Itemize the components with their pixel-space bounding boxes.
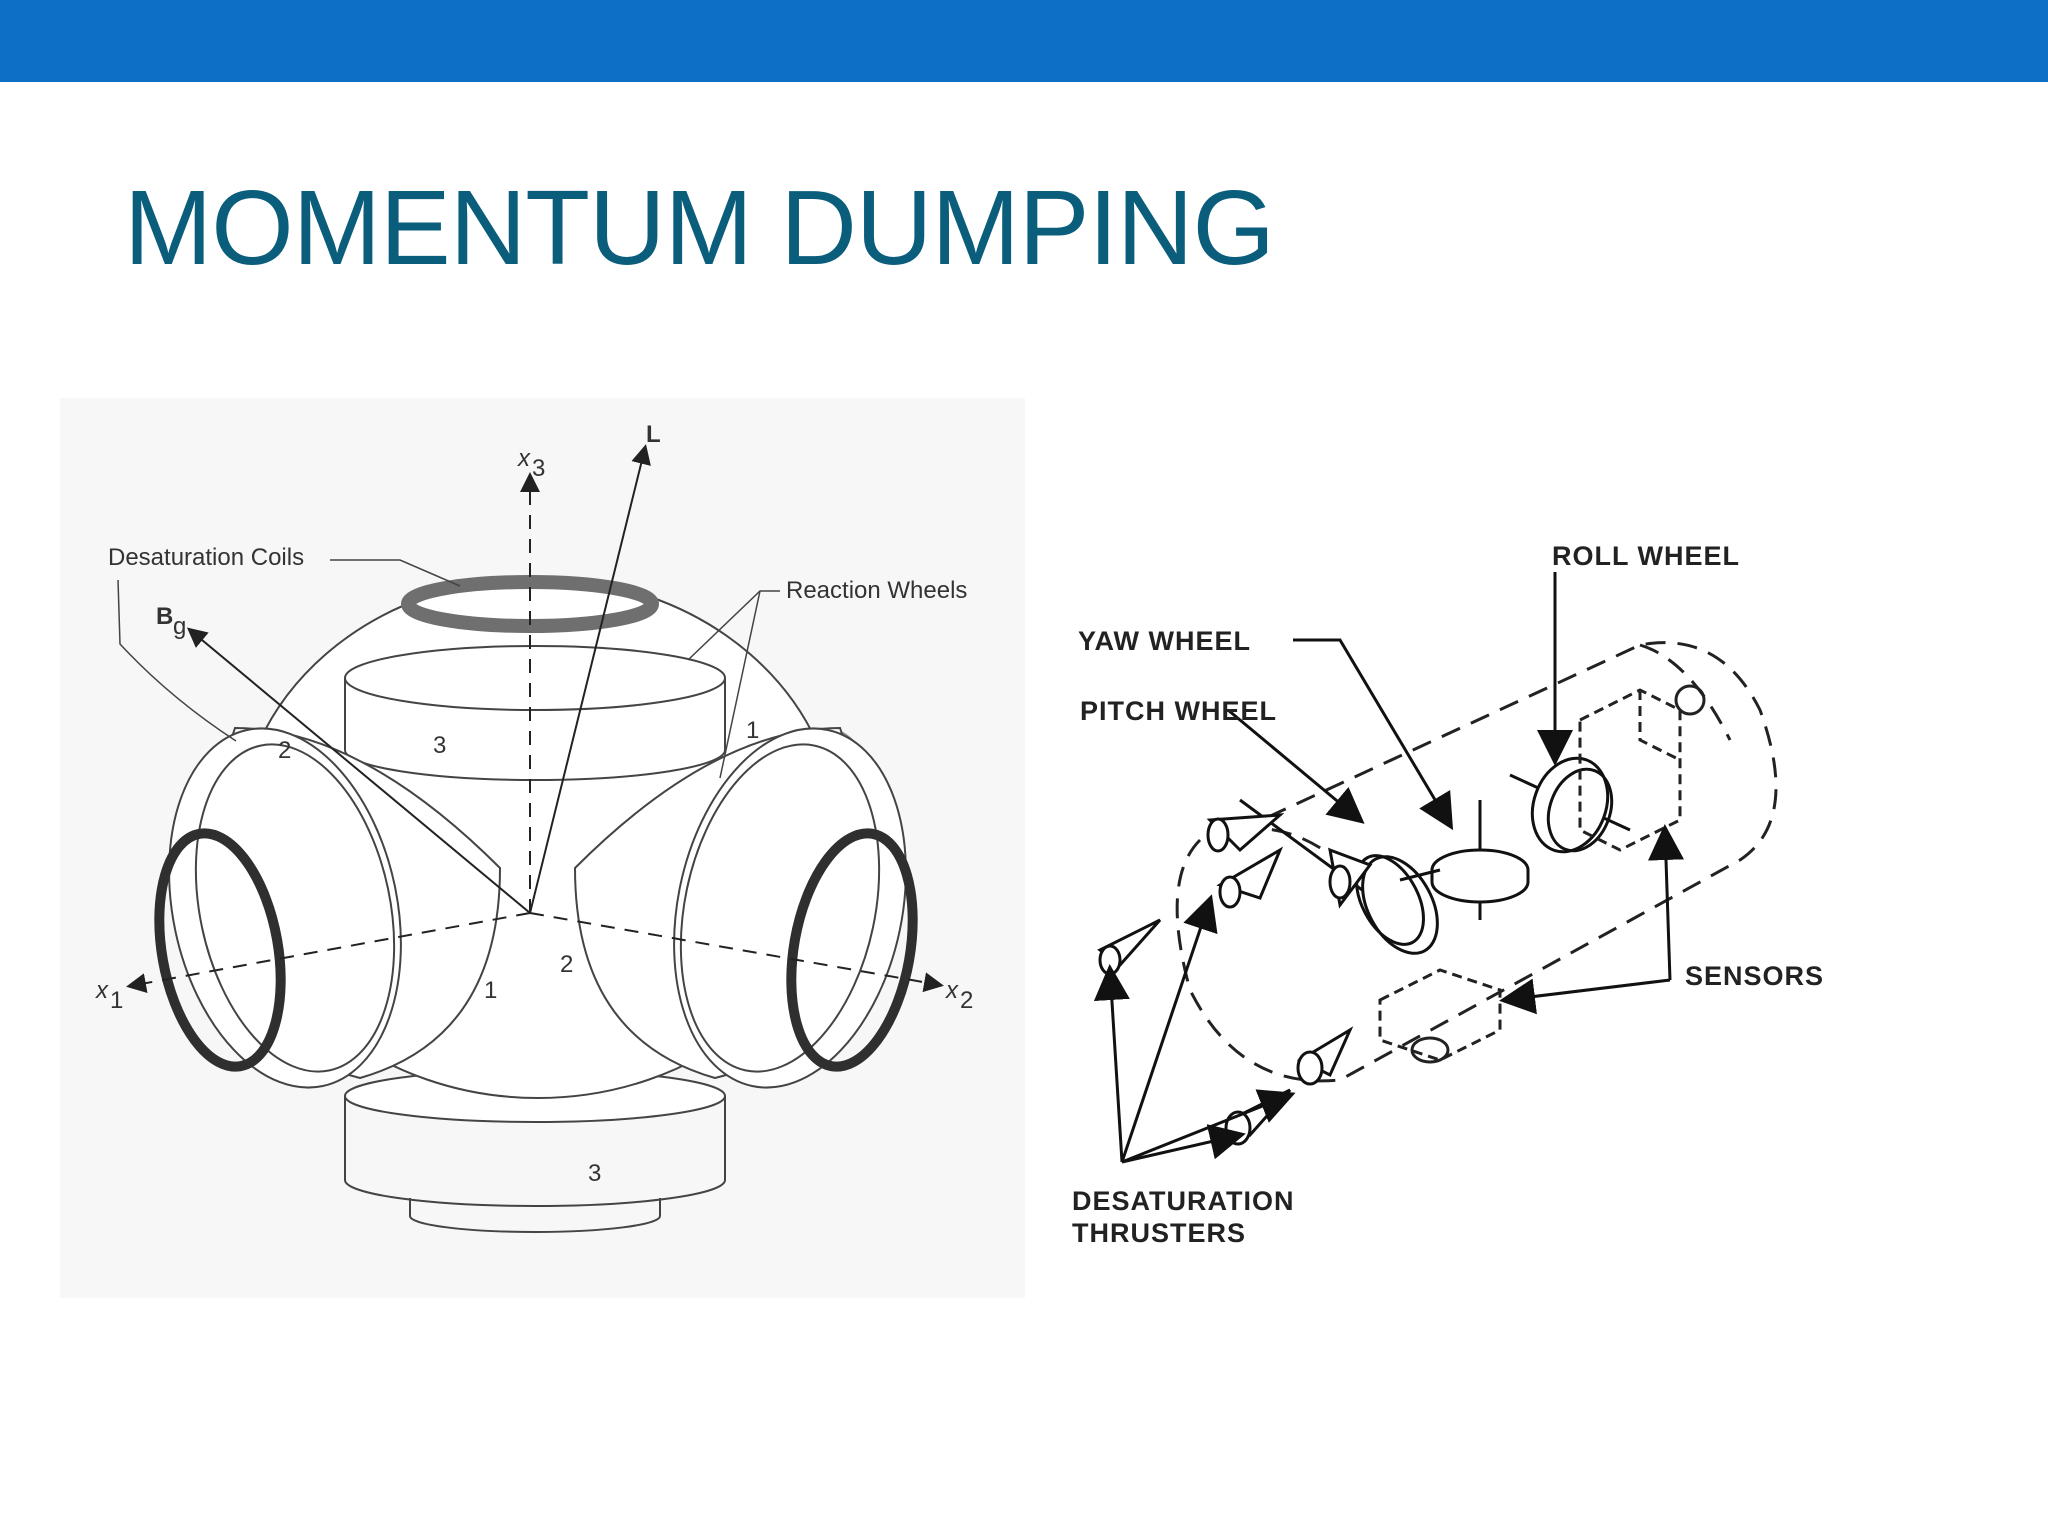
label-sensors: SENSORS <box>1685 961 1824 991</box>
roll-wheel <box>1509 756 1631 854</box>
wheels-leader-right <box>719 590 761 779</box>
thruster-2-nozzle <box>1218 875 1242 909</box>
label-wheel-1-upper: 1 <box>746 717 759 744</box>
thruster-4-nozzle <box>1098 944 1122 976</box>
wheel-2-right <box>573 726 907 1089</box>
label-desaturation-coils: Desaturation Coils <box>108 544 304 571</box>
arrow-sensor-upper <box>1648 824 1684 981</box>
arrow-thruster-1 <box>1093 964 1130 1163</box>
label-reaction-wheels: Reaction Wheels <box>786 577 967 604</box>
label-roll-wheel: ROLL WHEEL <box>1552 541 1740 571</box>
label-L: L <box>646 421 661 448</box>
thruster-wheel-diagram: ROLL WHEEL YAW WHEEL PITCH WHEEL SENSORS… <box>1040 520 1980 1290</box>
label-thrusters-line2: THRUSTERS <box>1072 1218 1246 1248</box>
arrow-thruster-3 <box>1121 1124 1246 1164</box>
x1-axis <box>126 912 531 993</box>
x2-axis <box>529 912 944 993</box>
desaturation-coil-left-front <box>154 828 286 1072</box>
arrow-thruster-2 <box>1120 894 1218 1163</box>
label-x2-sub: 2 <box>960 987 973 1014</box>
label-pitch-wheel: PITCH WHEEL <box>1080 696 1277 726</box>
thruster-1-nozzle <box>1206 817 1230 853</box>
arrow-sensor-lower <box>1499 978 1671 1015</box>
coils-leader-top <box>330 559 461 587</box>
label-thrusters-line1: DESATURATION <box>1072 1186 1295 1216</box>
reaction-wheel-diagram: Desaturation Coils Reaction Wheels B g x… <box>60 398 1025 1298</box>
callout-arrows <box>1093 572 1684 1164</box>
label-yaw-wheel: YAW WHEEL <box>1078 626 1251 656</box>
label-x1: x <box>95 977 109 1004</box>
label-wheel-2-upper: 2 <box>278 737 291 764</box>
label-bg: B <box>156 603 173 630</box>
axes <box>126 444 944 993</box>
L-vector <box>529 444 651 914</box>
arrow-yaw <box>1293 638 1454 831</box>
thruster-5-nozzle <box>1296 1050 1324 1086</box>
desaturation-coil-right-front <box>786 828 918 1072</box>
label-x3: x <box>517 445 531 472</box>
bg-vector <box>186 627 531 914</box>
thruster-3-nozzle <box>1328 864 1352 900</box>
wheel-1-left <box>168 726 502 1089</box>
top-accent-bar <box>0 0 2048 82</box>
arrow-pitch <box>1227 708 1365 824</box>
wheel-3-top <box>344 645 726 781</box>
label-x1-sub: 1 <box>110 987 123 1014</box>
yaw-wheel <box>1399 800 1530 920</box>
sensor-lower <box>1378 968 1502 1064</box>
arrow-thruster-4 <box>1121 1089 1296 1164</box>
leader-lines <box>117 559 780 779</box>
sensor-upper <box>1578 684 1706 852</box>
label-x2: x <box>945 977 959 1004</box>
coils-leader-left <box>117 579 237 742</box>
label-wheel-2-front: 2 <box>560 951 573 978</box>
label-bg-sub: g <box>173 613 186 640</box>
label-wheel-1-front: 1 <box>484 977 497 1004</box>
desaturation-coil-top <box>401 575 659 633</box>
label-x3-sub: 3 <box>532 455 545 482</box>
label-wheel-3-top: 3 <box>433 732 446 759</box>
label-wheel-3-bottom: 3 <box>588 1160 601 1187</box>
slide-title: MOMENTUM DUMPING <box>124 169 1275 287</box>
